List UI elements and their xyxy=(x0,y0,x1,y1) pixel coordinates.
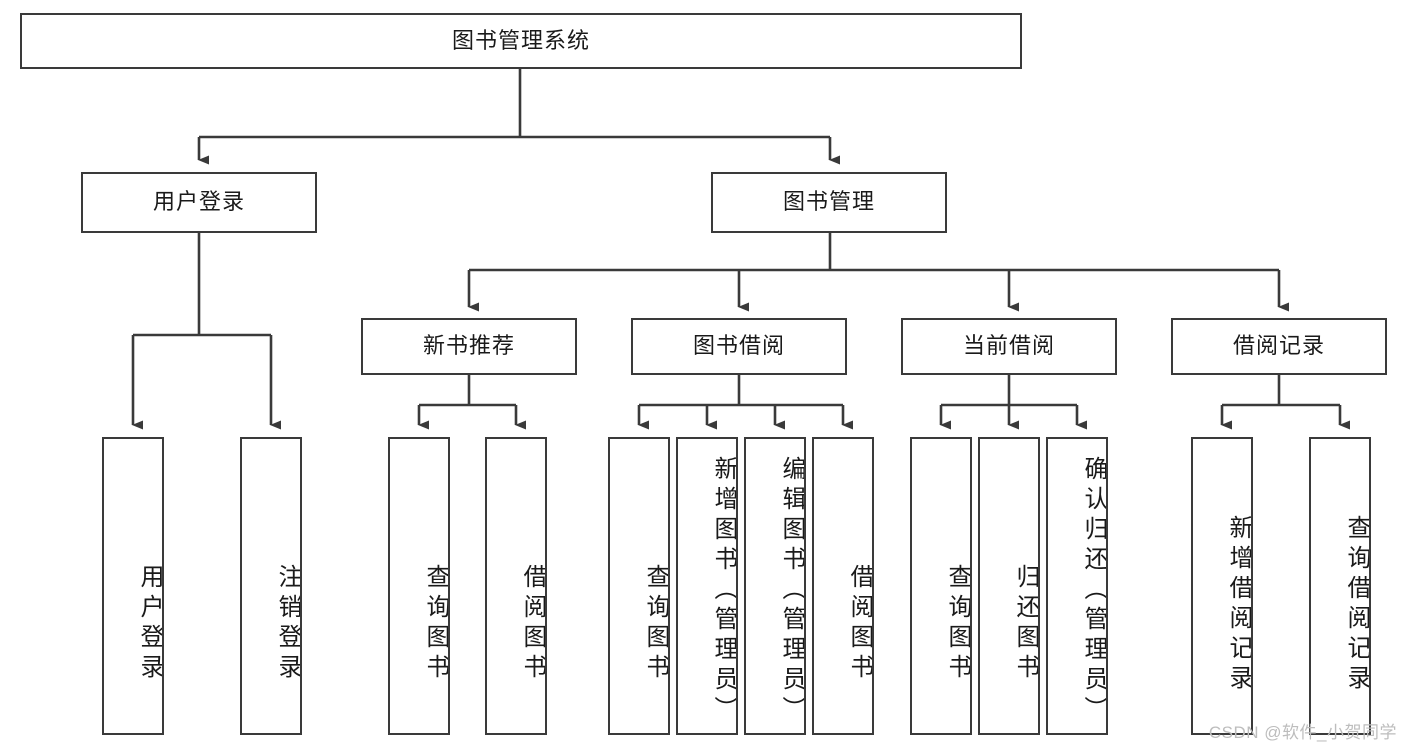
node-label: 新书推荐 xyxy=(422,333,515,359)
node-label: 归还图书 xyxy=(1012,563,1039,684)
node-label: 查询图书 xyxy=(944,563,971,684)
leaf-borrow-book-borrow[interactable]: 借阅图书 xyxy=(812,437,874,735)
node-label: 用户登录 xyxy=(136,563,163,684)
node-label: 注销登录 xyxy=(274,563,301,684)
leaf-confirm-return-admin[interactable]: 确认归还（管理员） xyxy=(1046,437,1108,735)
node-label: 查询借阅记录 xyxy=(1343,515,1370,695)
node-book-borrow[interactable]: 图书借阅 xyxy=(631,318,847,375)
node-label: 借阅图书 xyxy=(519,563,546,684)
node-root-system[interactable]: 图书管理系统 xyxy=(20,13,1022,69)
node-label: 图书管理 xyxy=(782,189,875,215)
watermark-credit: CSDN @软件_小贺同学 xyxy=(1208,723,1397,742)
node-label: 新增借阅记录 xyxy=(1225,515,1252,695)
node-borrow-record[interactable]: 借阅记录 xyxy=(1171,318,1387,375)
leaf-add-borrow-record[interactable]: 新增借阅记录 xyxy=(1191,437,1253,735)
leaf-logout-login[interactable]: 注销登录 xyxy=(240,437,302,735)
node-label: 借阅记录 xyxy=(1232,333,1325,359)
leaf-query-book-current[interactable]: 查询图书 xyxy=(910,437,972,735)
leaf-return-book[interactable]: 归还图书 xyxy=(978,437,1040,735)
node-label: 用户登录 xyxy=(152,189,245,215)
node-book-management[interactable]: 图书管理 xyxy=(711,172,947,233)
node-current-borrow[interactable]: 当前借阅 xyxy=(901,318,1117,375)
leaf-borrow-book-recommend[interactable]: 借阅图书 xyxy=(485,437,547,735)
leaf-user-login[interactable]: 用户登录 xyxy=(102,437,164,735)
node-label: 编辑图书（管理员） xyxy=(778,456,805,726)
leaf-add-book-admin[interactable]: 新增图书（管理员） xyxy=(676,437,738,735)
leaf-query-book-borrow[interactable]: 查询图书 xyxy=(608,437,670,735)
node-new-book-recommend[interactable]: 新书推荐 xyxy=(361,318,577,375)
node-label: 查询图书 xyxy=(422,563,449,684)
leaf-query-book-recommend[interactable]: 查询图书 xyxy=(388,437,450,735)
node-label: 新增图书（管理员） xyxy=(710,456,737,726)
node-label: 借阅图书 xyxy=(846,563,873,684)
node-label: 确认归还（管理员） xyxy=(1080,456,1107,726)
node-label: 查询图书 xyxy=(642,563,669,684)
leaf-edit-book-admin[interactable]: 编辑图书（管理员） xyxy=(744,437,806,735)
node-label: 当前借阅 xyxy=(962,333,1055,359)
node-label: 图书管理系统 xyxy=(451,27,590,53)
node-user-login[interactable]: 用户登录 xyxy=(81,172,317,233)
node-label: 图书借阅 xyxy=(692,333,785,359)
leaf-query-borrow-record[interactable]: 查询借阅记录 xyxy=(1309,437,1371,735)
